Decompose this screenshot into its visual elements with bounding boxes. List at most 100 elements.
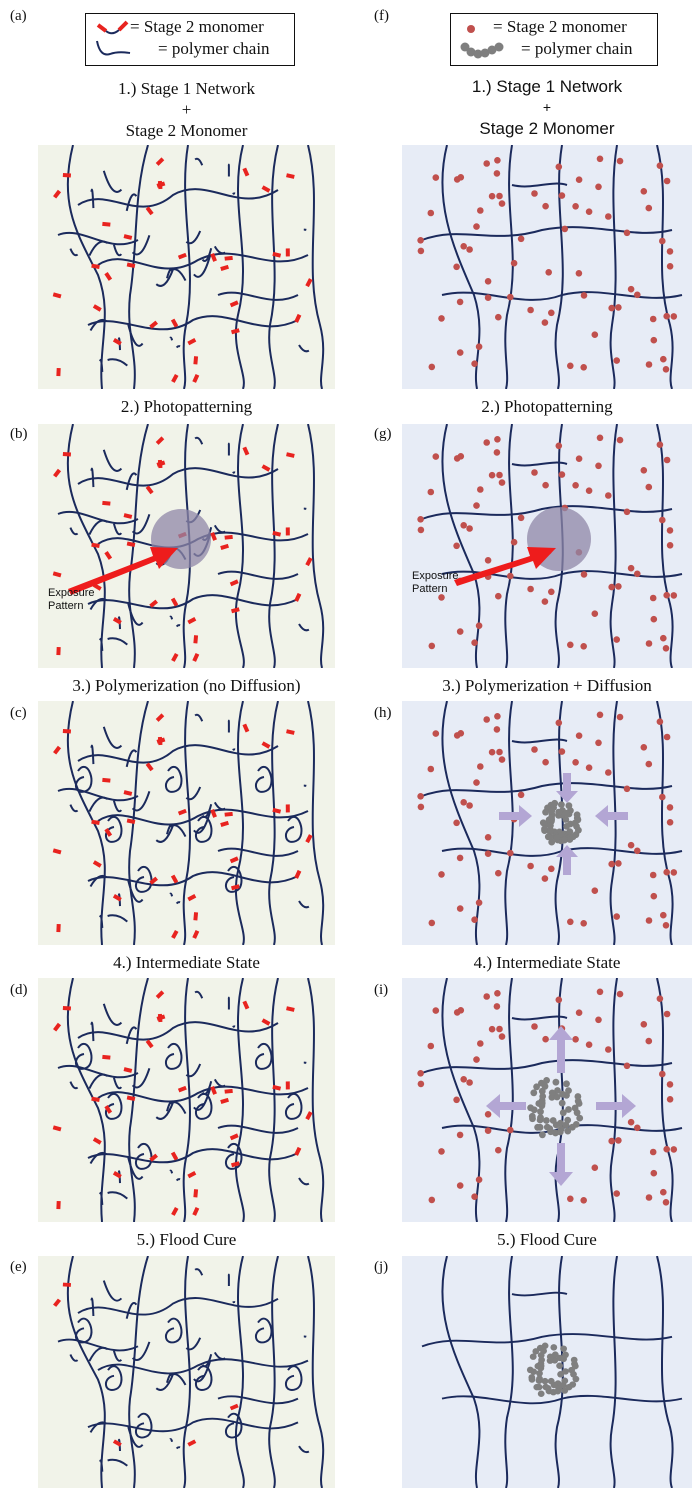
exposure-label-b: Exposure Pattern [48,587,94,613]
caption-f-line3: Stage 2 Monomer [402,118,692,139]
stage2-monomer-dot [580,364,587,371]
polymer-chain [68,1256,105,1488]
stage2-monomer [55,1300,60,1306]
polymer-chain [108,1192,128,1198]
stage2-monomer-dot [466,246,473,253]
polymer-chain [108,915,128,921]
stage2-monomer [195,356,196,364]
polymer-chain [106,1366,122,1390]
caption-e: 5.) Flood Cure [38,1230,335,1250]
stage2-monomer [127,264,135,266]
panel-letter-h: (h) [374,705,392,722]
polymer-chain [156,1374,173,1390]
polymer-chain [233,749,235,750]
polymer-chain [166,1044,182,1069]
polymer-chain [286,1094,302,1119]
polymer-chain [127,750,137,767]
stage2-monomer [157,183,165,185]
polymer-chain [226,1414,242,1438]
stage2-monomer-dot [433,174,440,181]
polymer-chain [218,1396,298,1403]
stage2-monomer [63,175,71,176]
diffusion-arrows-out [402,978,692,1222]
stage2-monomer-dot [457,299,464,306]
stage2-monomer [244,168,247,175]
stage2-monomer [157,1016,165,1018]
panel-d [38,978,335,1222]
caption-b: 2.) Photopatterning [38,397,335,417]
network-e [38,1256,335,1488]
caption-d: 4.) Intermediate State [38,953,335,973]
caption-f: 1.) Stage 1 Network + Stage 2 Monomer [402,76,692,139]
stage2-monomer-dot [476,343,483,350]
stage2-monomer-dot [576,270,583,277]
polymer-chain [70,1355,77,1361]
arrow-down-out-icon [549,1143,573,1186]
stage2-monomer-dot [545,269,552,276]
caption-c: 3.) Polymerization (no Diffusion) [38,676,335,696]
stage2-monomer [188,896,195,900]
stage2-monomer-dot [485,294,492,301]
stage2-monomer-dot [559,192,566,199]
stage2-monomer [94,306,101,310]
polymer-chain [177,1447,181,1448]
stage2-monomer [221,823,229,825]
stage2-monomer [232,330,240,332]
stage2-monomer-dot [542,203,549,210]
stage2-monomer [212,810,215,817]
stage2-monomer [173,876,177,883]
stage2-monomer [194,375,197,382]
polymer-chain [505,145,513,389]
stage2-monomer [195,912,196,920]
stage2-monomer [262,1020,269,1024]
polymer-chain [89,1075,107,1089]
polymer-chain [286,817,302,842]
stage2-monomer-dot [556,164,563,171]
polymer-chain [177,1179,181,1180]
stage2-monomer-dot [511,260,518,267]
right-legend-monomer-label: = Stage 2 monomer [493,17,627,37]
stage2-monomer-dot [646,205,653,212]
caption-i: 4.) Intermediate State [402,953,692,973]
polymer-chain [299,345,309,351]
stage2-monomer-dot [628,286,635,293]
polymer-chain [236,701,244,945]
stage2-monomer-dot [659,238,666,245]
stage2-monomer-dot [663,313,670,320]
panel-letter-d: (d) [10,982,28,999]
polymer-chain [114,801,121,812]
polymer-chain [170,1439,172,1442]
polymer-chain [236,978,244,1222]
polymer-bead [538,1391,545,1397]
network-d [38,978,335,1222]
polymer-bead [557,1355,564,1361]
stage2-monomer [232,1163,240,1165]
monomer-group [55,1285,238,1445]
polymer-chain [104,727,122,748]
stage2-monomer-dot [438,315,445,322]
polymer-chain [286,1366,302,1390]
panel-j [402,1256,692,1488]
stage2-monomer [188,1441,195,1445]
stage2-monomer [63,731,71,732]
polymer-chain [89,798,107,812]
stage2-monomer [188,1173,195,1177]
polymer-bead [572,1363,579,1369]
polymer-bead [536,1370,543,1376]
stage2-monomer-dot [608,305,615,312]
stage2-monomer [225,814,233,815]
stage2-monomer-dot [617,158,624,165]
polymer-chain [136,867,152,892]
polymer-chain [104,1281,122,1301]
polymer-chain [269,701,278,945]
polymer-chain [166,767,182,792]
stage2-monomer [55,1024,60,1030]
polymer-chain [70,249,77,256]
stage2-monomer [53,850,61,852]
panel-letter-g: (g) [374,426,392,443]
stage2-monomer [127,1097,135,1099]
polymer-bead [545,1385,552,1391]
polymer-chain [170,1171,172,1174]
polymer-chain [100,916,102,928]
polymer-chain [233,193,235,194]
